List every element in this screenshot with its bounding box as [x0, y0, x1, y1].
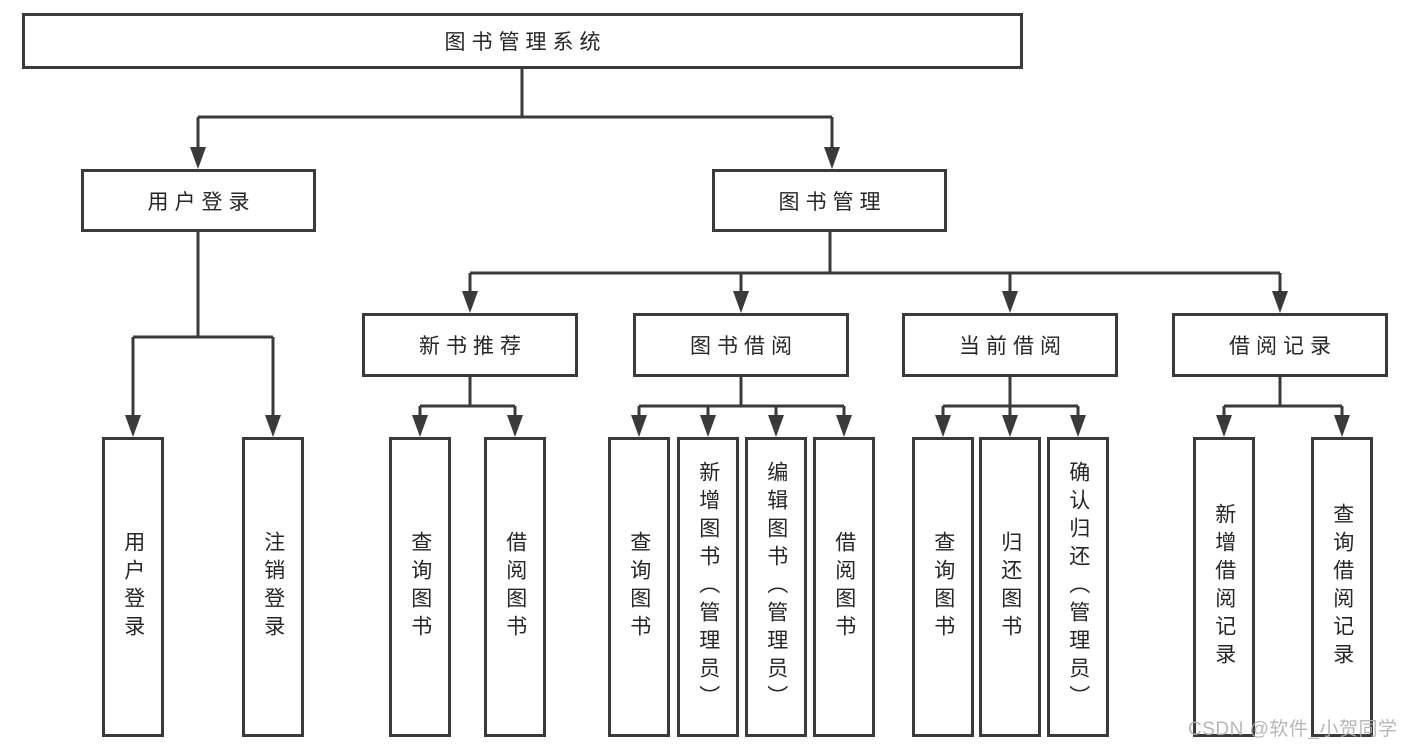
leaf-records-add-record-label: 新增借阅记录	[1212, 503, 1236, 671]
leaf-borrow-query-books: 查询图书	[608, 437, 670, 737]
leaf-records-query-record: 查询借阅记录	[1311, 437, 1373, 737]
leaf-current-confirm-return-admin: 确认归还（管理员）	[1047, 437, 1109, 737]
leaf-current-query-books-label: 查询图书	[931, 531, 955, 643]
node-book-borrow: 图书借阅	[633, 313, 849, 377]
node-book-management: 图书管理	[712, 169, 947, 232]
node-borrow-records: 借阅记录	[1172, 313, 1388, 377]
node-user-login: 用户登录	[81, 169, 316, 232]
leaf-recommend-borrow-books: 借阅图书	[484, 437, 546, 737]
node-borrow-records-label: 借阅记录	[1229, 335, 1337, 358]
leaf-current-confirm-return-admin-label: 确认归还（管理员）	[1066, 461, 1090, 713]
leaf-current-query-books: 查询图书	[912, 437, 974, 737]
leaf-borrow-query-books-label: 查询图书	[627, 531, 651, 643]
watermark: CSDN @软件_小贺同学	[1188, 719, 1398, 740]
node-current-borrow: 当前借阅	[902, 313, 1118, 377]
leaf-borrow-borrow-books: 借阅图书	[813, 437, 875, 737]
leaf-user-login-label: 用户登录	[121, 531, 145, 643]
leaf-recommend-query-books: 查询图书	[389, 437, 451, 737]
leaf-records-query-record-label: 查询借阅记录	[1330, 503, 1354, 671]
leaf-borrow-add-books-admin: 新增图书（管理员）	[677, 437, 739, 737]
leaf-user-login: 用户登录	[102, 437, 164, 737]
connector-root	[196, 69, 834, 149]
connector-borrow-records	[1222, 377, 1344, 417]
leaf-borrow-add-books-admin-label: 新增图书（管理员）	[696, 461, 720, 713]
leaf-borrow-edit-books-admin-label: 编辑图书（管理员）	[764, 461, 788, 713]
node-root: 图书管理系统	[22, 13, 1023, 69]
leaf-recommend-borrow-books-label: 借阅图书	[503, 531, 527, 643]
connector-book-borrow	[637, 377, 846, 417]
leaf-logout-login-label: 注销登录	[261, 531, 285, 643]
leaf-recommend-query-books-label: 查询图书	[408, 531, 432, 643]
node-book-borrow-label: 图书借阅	[690, 335, 798, 358]
node-root-label: 图书管理系统	[444, 31, 607, 54]
node-current-borrow-label: 当前借阅	[959, 335, 1067, 358]
node-book-management-label: 图书管理	[778, 190, 887, 214]
node-user-login-label: 用户登录	[147, 190, 256, 214]
leaf-records-add-record: 新增借阅记录	[1193, 437, 1255, 737]
leaf-borrow-edit-books-admin: 编辑图书（管理员）	[745, 437, 807, 737]
node-new-book-recommend: 新书推荐	[362, 313, 578, 377]
leaf-logout-login: 注销登录	[242, 437, 304, 737]
leaf-borrow-borrow-books-label: 借阅图书	[832, 531, 856, 643]
connector-new-book-recommend	[418, 377, 517, 417]
arrowheads	[125, 147, 1350, 437]
leaf-current-return-books-label: 归还图书	[998, 531, 1022, 643]
connector-current-borrow	[941, 377, 1080, 417]
connector-book-management	[468, 232, 1282, 293]
leaf-current-return-books: 归还图书	[979, 437, 1041, 737]
node-new-book-recommend-label: 新书推荐	[419, 335, 527, 358]
connector-user-login	[131, 232, 275, 417]
